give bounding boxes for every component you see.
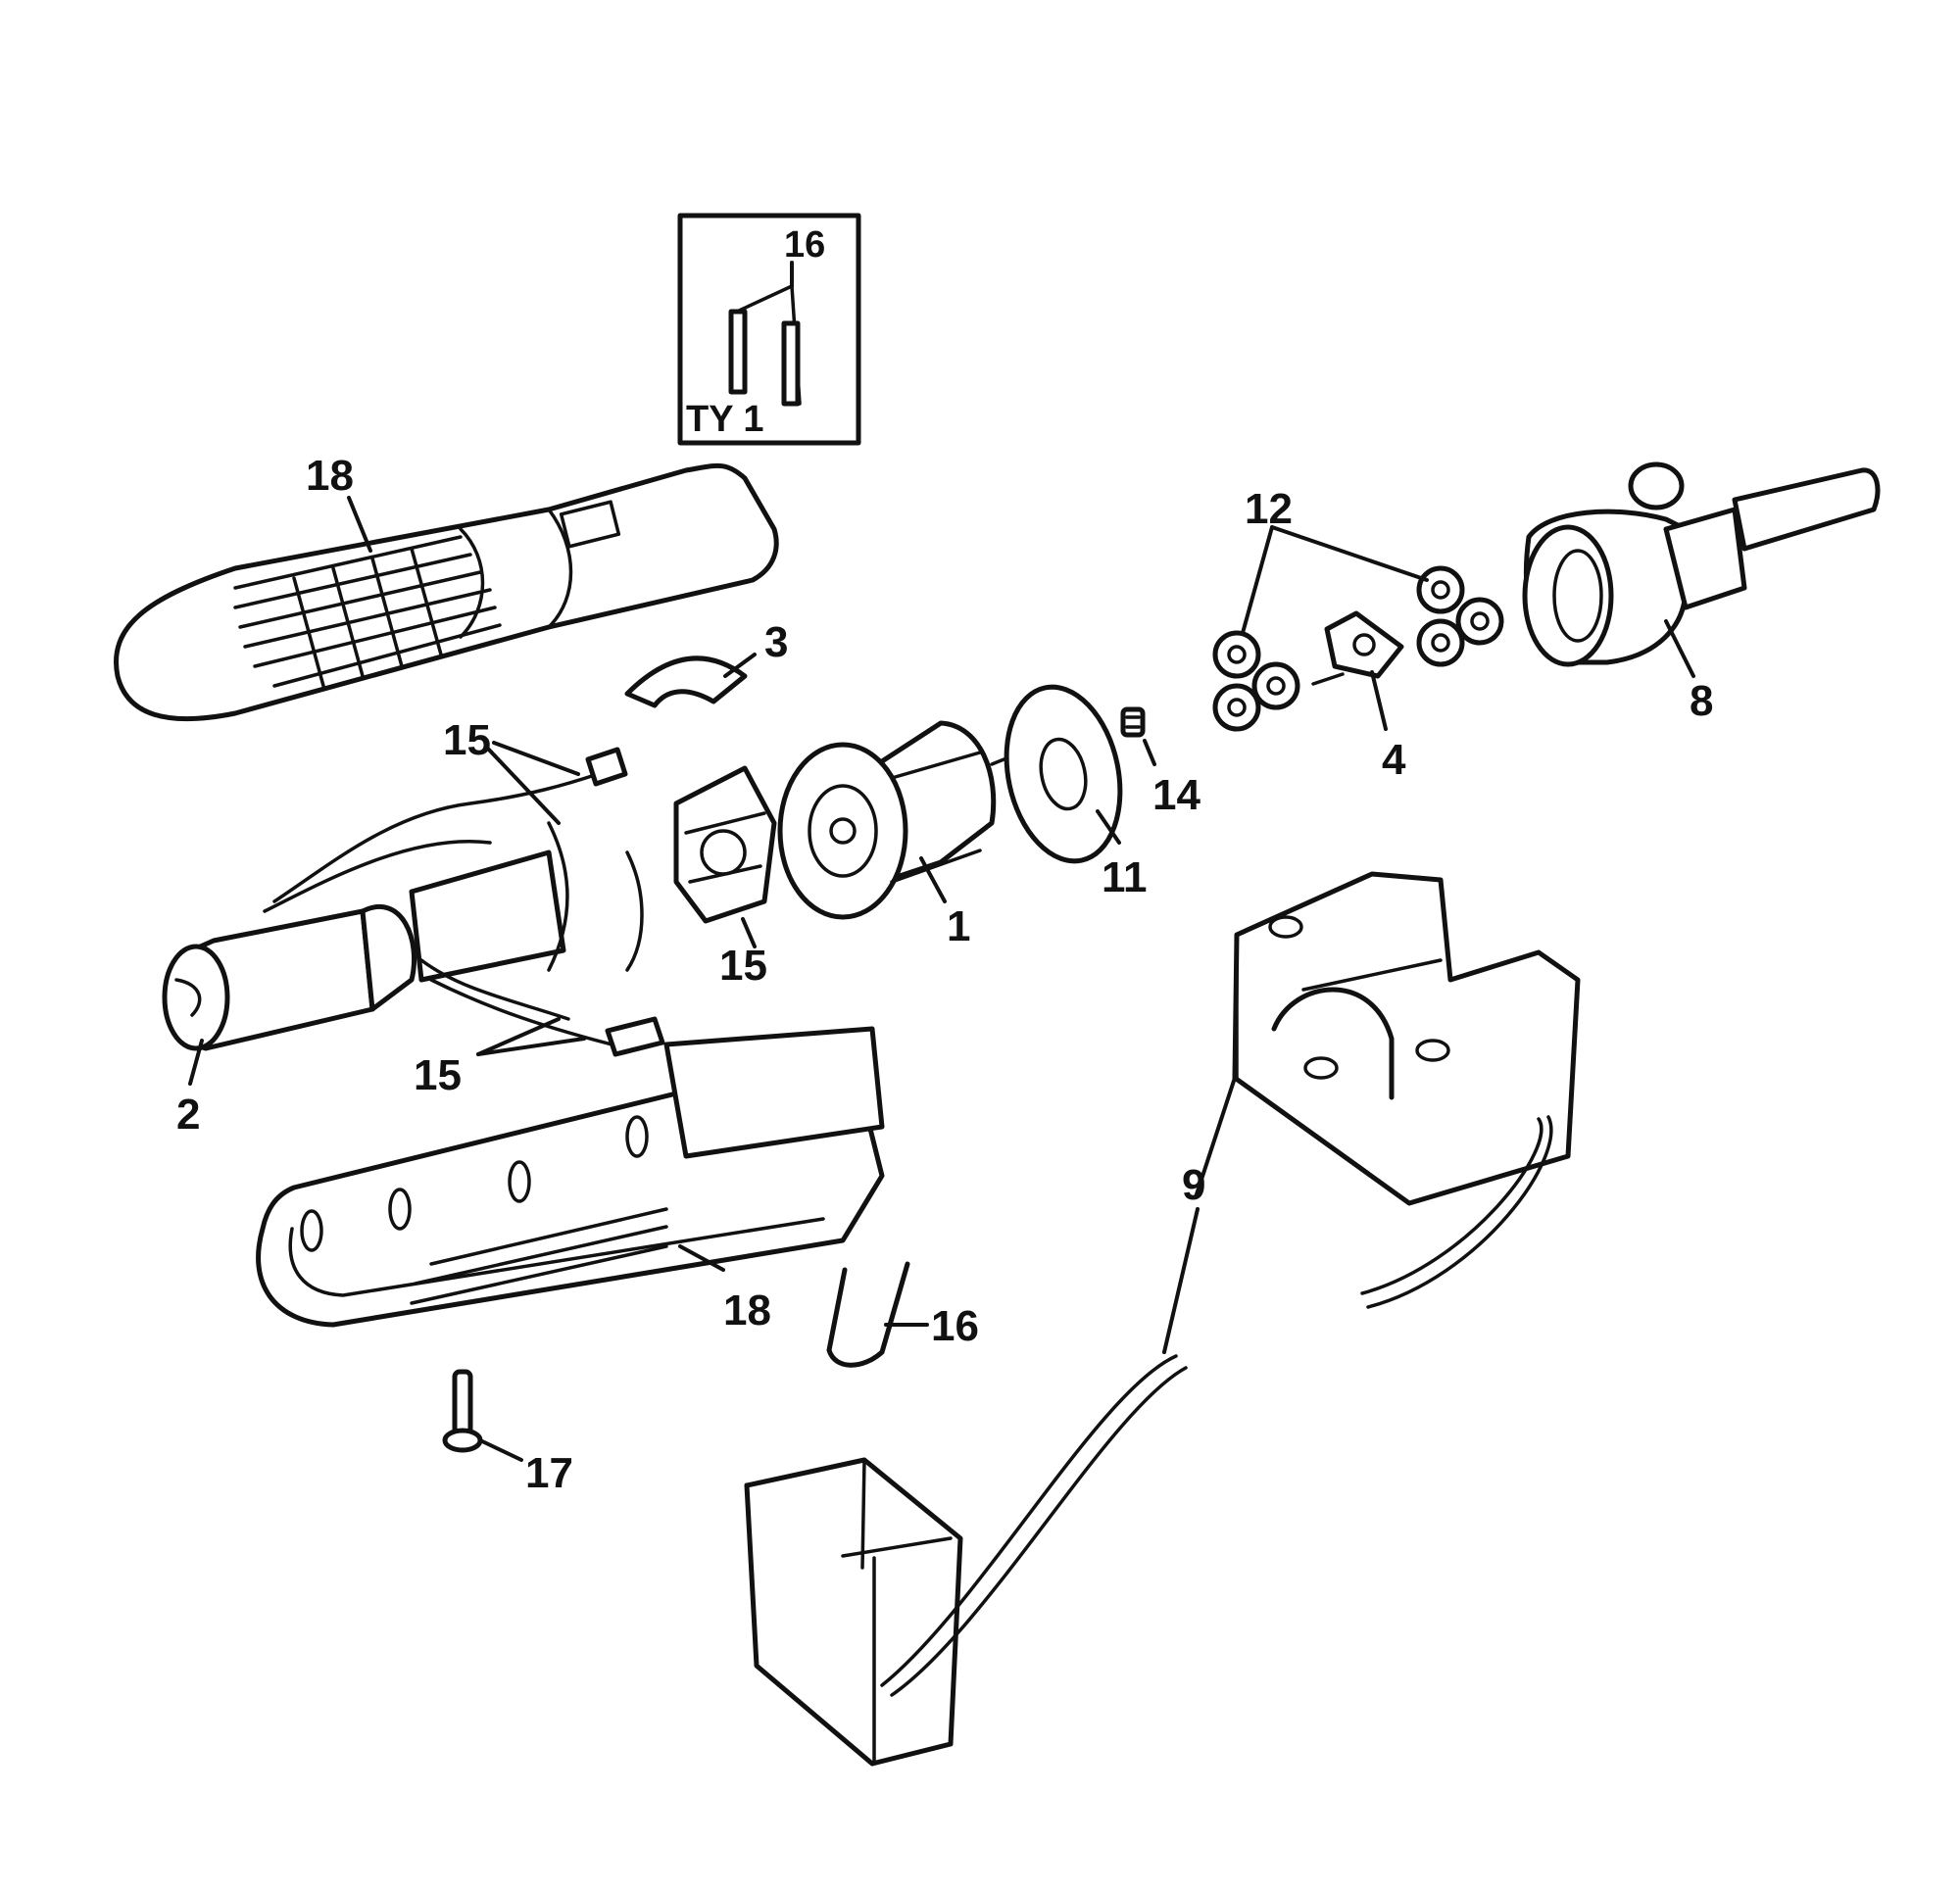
callout-9: 9: [1182, 1161, 1205, 1209]
planet-carrier: [1311, 610, 1404, 686]
plug-adapter: [744, 1354, 1188, 1767]
callout-3: 3: [764, 618, 788, 666]
motor-clip: [624, 655, 748, 708]
gear-housing: [1522, 461, 1881, 667]
callout-8: 8: [1690, 677, 1713, 725]
upper-housing-vent-grille: [233, 535, 502, 688]
callout-16: 16: [931, 1302, 979, 1350]
callout-15-wires: 15: [443, 716, 491, 764]
housing-screw: [442, 1369, 483, 1453]
lower-housing-half: [256, 1026, 885, 1328]
callout-15-brush-holder: 15: [719, 942, 767, 990]
battery-pack: [162, 849, 566, 1051]
pinion-gear: [1120, 706, 1146, 738]
callout-numbers: 18 3 15 15 15 2 1 11 14 12 4 8 9 18 16 1…: [176, 452, 1713, 1497]
inset-part-number: 16: [784, 224, 825, 266]
callout-12: 12: [1245, 485, 1293, 533]
planet-gear-set-front: [1212, 630, 1300, 732]
inset-box-ty1: 16 TY 1: [677, 213, 861, 446]
wiring-leads: [263, 747, 665, 1057]
callout-18-upper: 18: [306, 452, 354, 500]
leader-lines: [188, 496, 1695, 1462]
callout-4: 4: [1382, 736, 1406, 784]
callout-2: 2: [176, 1091, 200, 1139]
terminal-clip: [826, 1261, 910, 1368]
callout-17: 17: [525, 1449, 573, 1497]
washer: [1004, 684, 1123, 864]
lower-housing-vent-grille: [410, 1207, 668, 1305]
brush-holder: [673, 765, 777, 924]
planet-gear-set-rear: [1416, 565, 1504, 667]
upper-housing-half: [114, 462, 779, 722]
callout-18-lower: 18: [723, 1286, 771, 1335]
callout-15-lower-wires: 15: [414, 1051, 462, 1099]
callout-1: 1: [947, 902, 970, 950]
callout-11: 11: [1102, 853, 1148, 901]
inset-caption: TY 1: [686, 399, 764, 440]
callout-14: 14: [1152, 771, 1200, 819]
motor: [777, 720, 1013, 920]
charger-base: [1232, 871, 1581, 1309]
